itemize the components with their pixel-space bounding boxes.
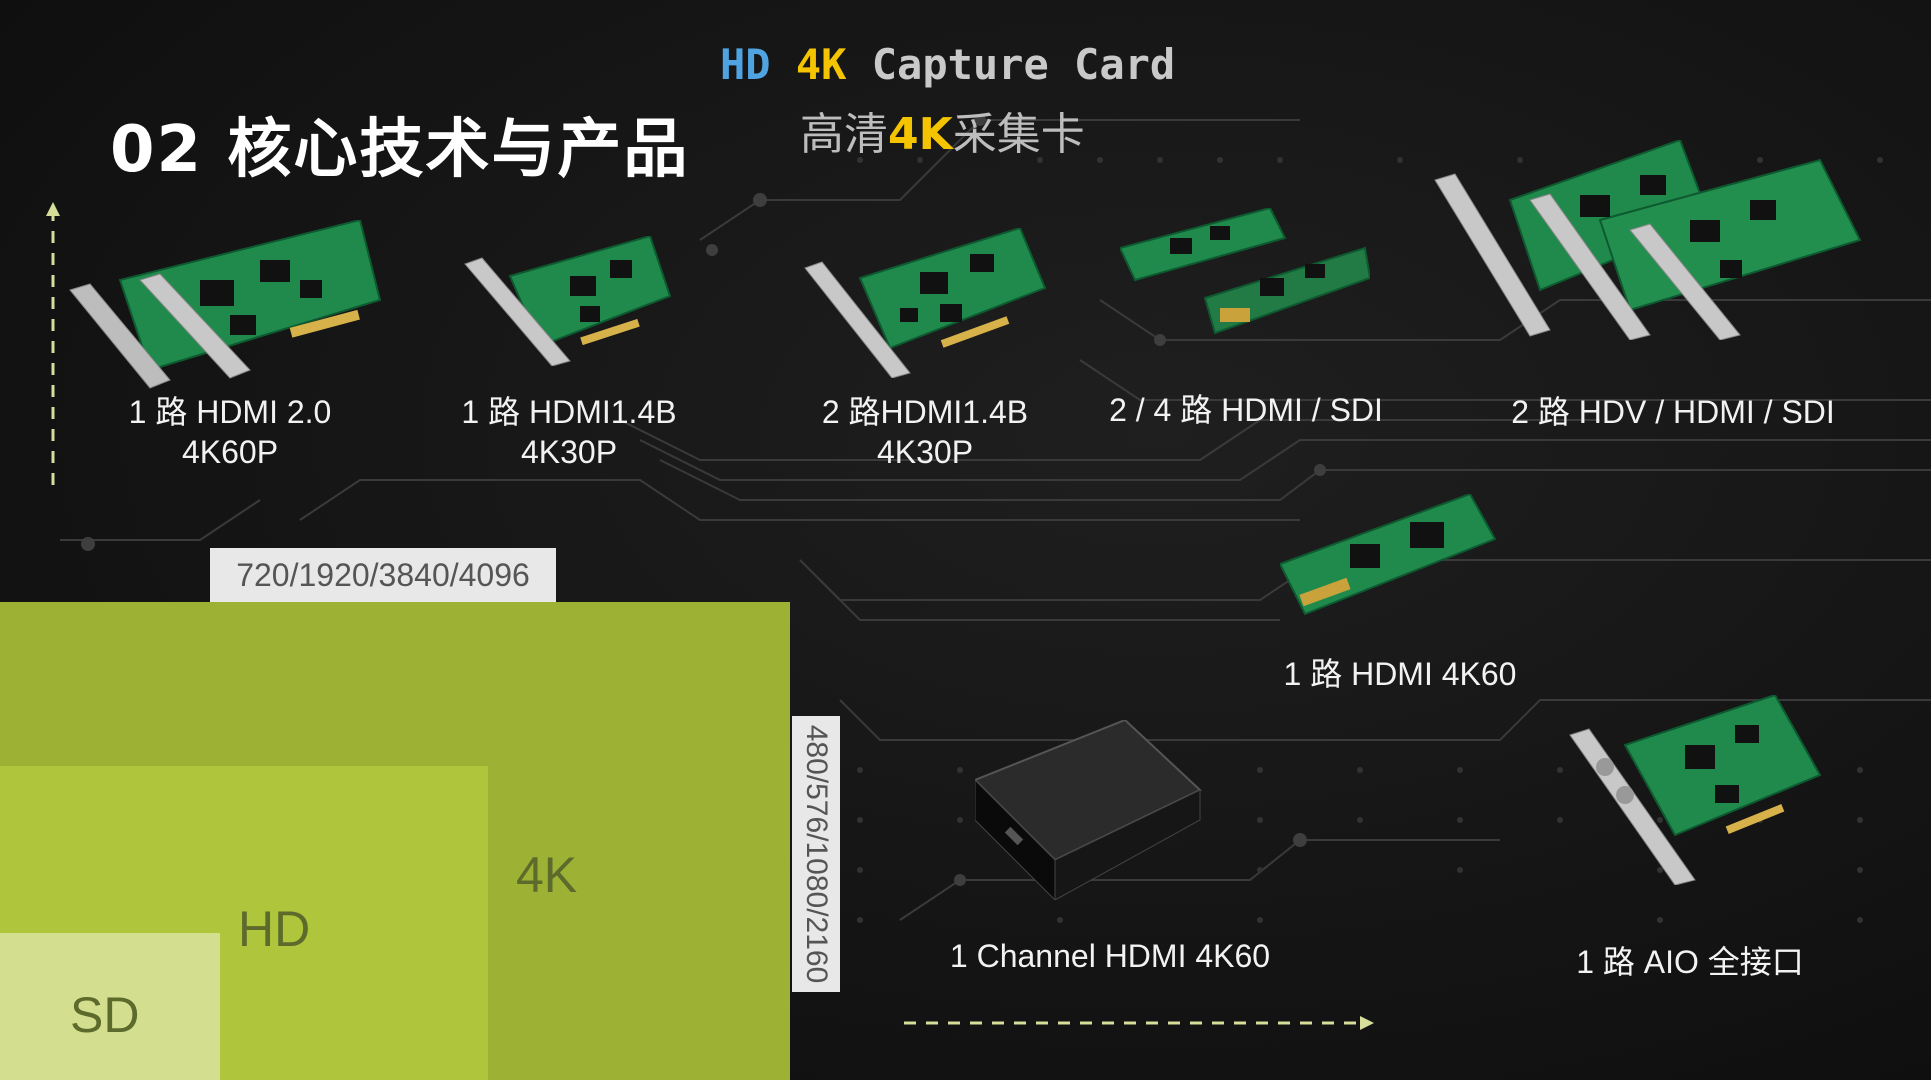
- horizontal-resolution-tag: 720/1920/3840/4096: [210, 548, 556, 602]
- product-card-5-image: [1430, 140, 1870, 340]
- header-cn-4k: 4K: [888, 109, 953, 160]
- product-label-4: 2 / 4 路 HDMI / SDI: [1096, 390, 1396, 430]
- product-card-4-image: [1120, 208, 1370, 338]
- product-label-7: 1 Channel HDMI 4K60: [940, 936, 1280, 976]
- header-english: HD 4K Capture Card: [720, 40, 1175, 89]
- product-5-line1: 2 路 HDV / HDMI / SDI: [1511, 394, 1835, 430]
- header-cn-post: 采集卡: [952, 109, 1085, 160]
- product-3-line1: 2 路HDMI1.4B: [821, 394, 1029, 430]
- block-hd-label: HD: [238, 901, 311, 957]
- product-8-line1: 1 路 AIO 全接口: [1576, 944, 1804, 980]
- product-1-line1: 1 路 HDMI 2.0: [128, 394, 332, 430]
- vertical-resolution-text: 480/576/1080/2160: [800, 724, 833, 984]
- product-usb-box-image: [975, 720, 1205, 900]
- vertical-resolution-tag: 480/576/1080/2160: [792, 716, 840, 992]
- product-4-line1: 2 / 4 路 HDMI / SDI: [1109, 392, 1383, 428]
- product-card-6-image: [1280, 494, 1500, 624]
- header-hd: HD: [720, 40, 771, 89]
- product-label-8: 1 路 AIO 全接口: [1560, 942, 1820, 982]
- block-sd-label: SD: [70, 987, 140, 1043]
- product-label-5: 2 路 HDV / HDMI / SDI: [1488, 392, 1858, 432]
- product-label-6: 1 路 HDMI 4K60: [1250, 654, 1550, 694]
- product-2-line1: 1 路 HDMI1.4B: [461, 394, 677, 430]
- product-label-2: 1 路 HDMI1.4B 4K30P: [444, 392, 694, 472]
- product-label-1: 1 路 HDMI 2.0 4K60P: [100, 392, 360, 472]
- product-2-line2: 4K30P: [520, 434, 618, 470]
- product-label-3: 2 路HDMI1.4B 4K30P: [800, 392, 1050, 472]
- block-sd: [0, 933, 220, 1080]
- header-cn-pre: 高清: [800, 109, 888, 160]
- block-4k-label: 4K: [516, 847, 578, 903]
- header-chinese: 高清4K采集卡: [800, 98, 1085, 162]
- product-1-line2: 4K60P: [181, 434, 279, 470]
- page-title: 02 核心技术与产品: [110, 113, 690, 187]
- product-card-3-image: [800, 228, 1050, 378]
- header-4k: 4K: [795, 40, 847, 89]
- product-6-line1: 1 路 HDMI 4K60: [1283, 656, 1517, 692]
- product-card-8-image: [1565, 695, 1825, 885]
- product-card-1-image: [60, 220, 390, 390]
- header-capture-card: Capture Card: [871, 40, 1176, 89]
- product-3-line2: 4K30P: [876, 434, 974, 470]
- product-7-line1: 1 Channel HDMI 4K60: [949, 938, 1271, 974]
- product-card-2-image: [460, 236, 680, 366]
